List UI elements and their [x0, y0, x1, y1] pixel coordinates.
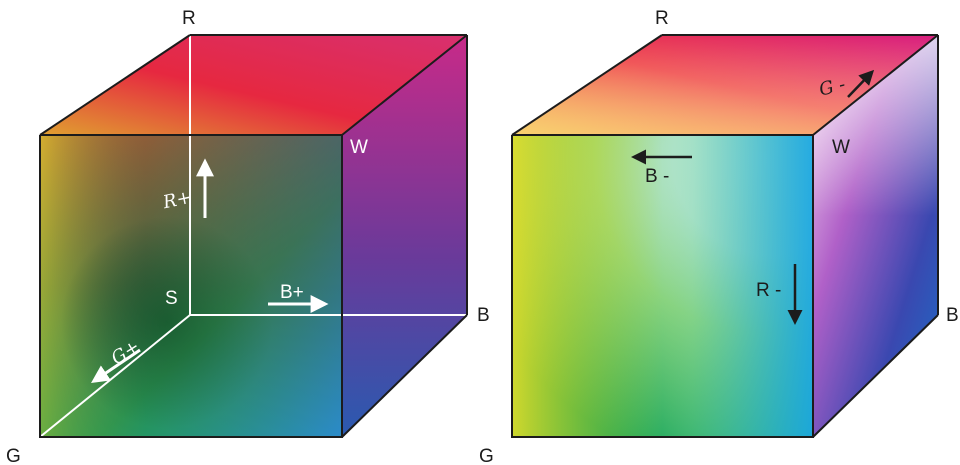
- left-vertex-g: G: [6, 446, 21, 465]
- left-g-plus-arrow: [91, 348, 141, 384]
- right-vertex-g: G: [479, 446, 494, 465]
- left-cube-right-face: [342, 35, 467, 437]
- left-vertex-s: S: [165, 288, 178, 309]
- right-g-minus-arrow: [847, 69, 875, 98]
- left-vertex-b: B: [477, 305, 490, 326]
- left-b-plus-label: B+: [280, 282, 304, 303]
- right-cube: R W B G G - B - R -: [479, 8, 959, 465]
- left-cube-axis-g: [39, 314, 191, 438]
- right-vertex-r: R: [655, 8, 669, 29]
- left-vertex-r: R: [182, 8, 196, 29]
- left-cube-top-face: [40, 35, 467, 135]
- left-vertex-w: W: [350, 137, 368, 158]
- right-vertex-b: B: [946, 305, 959, 326]
- left-cube: R W S B G R+ B+ G+: [6, 8, 490, 465]
- right-b-minus-label: B -: [645, 166, 669, 187]
- right-r-minus-label: R -: [756, 280, 781, 301]
- right-vertex-w: W: [832, 137, 850, 158]
